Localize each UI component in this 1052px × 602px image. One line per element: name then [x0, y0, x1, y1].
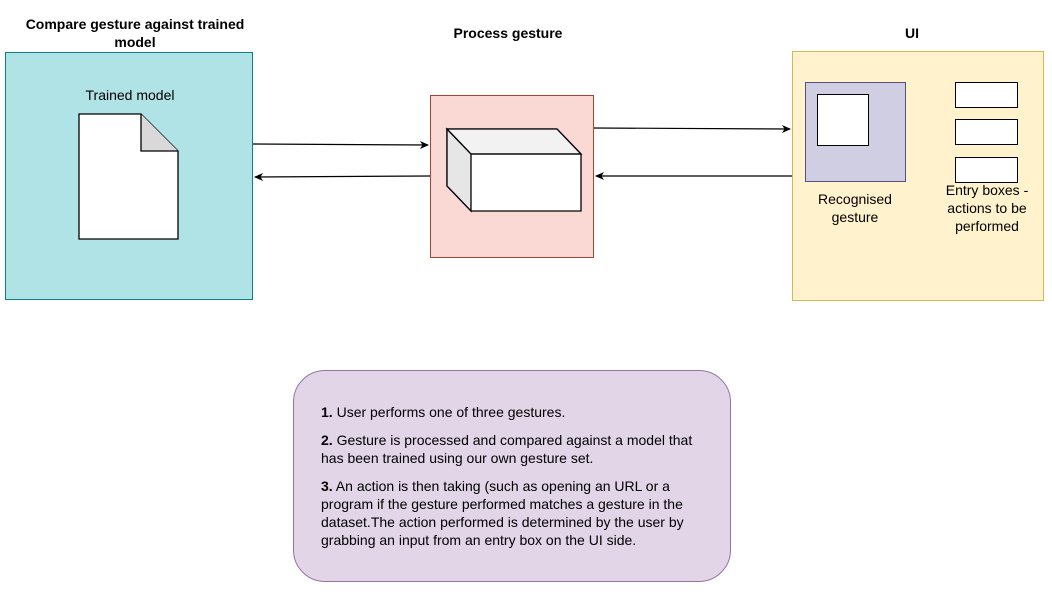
arrow-process-to-ui — [593, 124, 791, 133]
cube-icon — [445, 127, 583, 213]
arrow-compare-to-process — [252, 140, 429, 149]
gesture-preview-frame — [817, 94, 869, 146]
process-title: Process gesture — [453, 25, 563, 41]
document-icon — [78, 113, 179, 240]
compare-title: Compare gesture against trained model — [25, 16, 245, 50]
entry-box-3[interactable] — [955, 157, 1018, 183]
steps-note: 1. User performs one of three gestures. … — [293, 370, 731, 582]
entry-box-1[interactable] — [955, 82, 1018, 108]
trained-model-label: Trained model — [85, 87, 175, 103]
ui-title: UI — [905, 25, 919, 41]
step-3: 3. An action is then taking (such as ope… — [321, 478, 684, 548]
step-2: 2. Gesture is processed and compared aga… — [321, 432, 693, 466]
step-1: 1. User performs one of three gestures. — [321, 404, 566, 420]
recognised-gesture-label: Recognised gesture — [818, 191, 892, 225]
entry-box-2[interactable] — [955, 119, 1018, 145]
arrow-process-to-compare — [254, 172, 431, 181]
entry-boxes-label: Entry boxes - actions to be performed — [945, 182, 1029, 234]
